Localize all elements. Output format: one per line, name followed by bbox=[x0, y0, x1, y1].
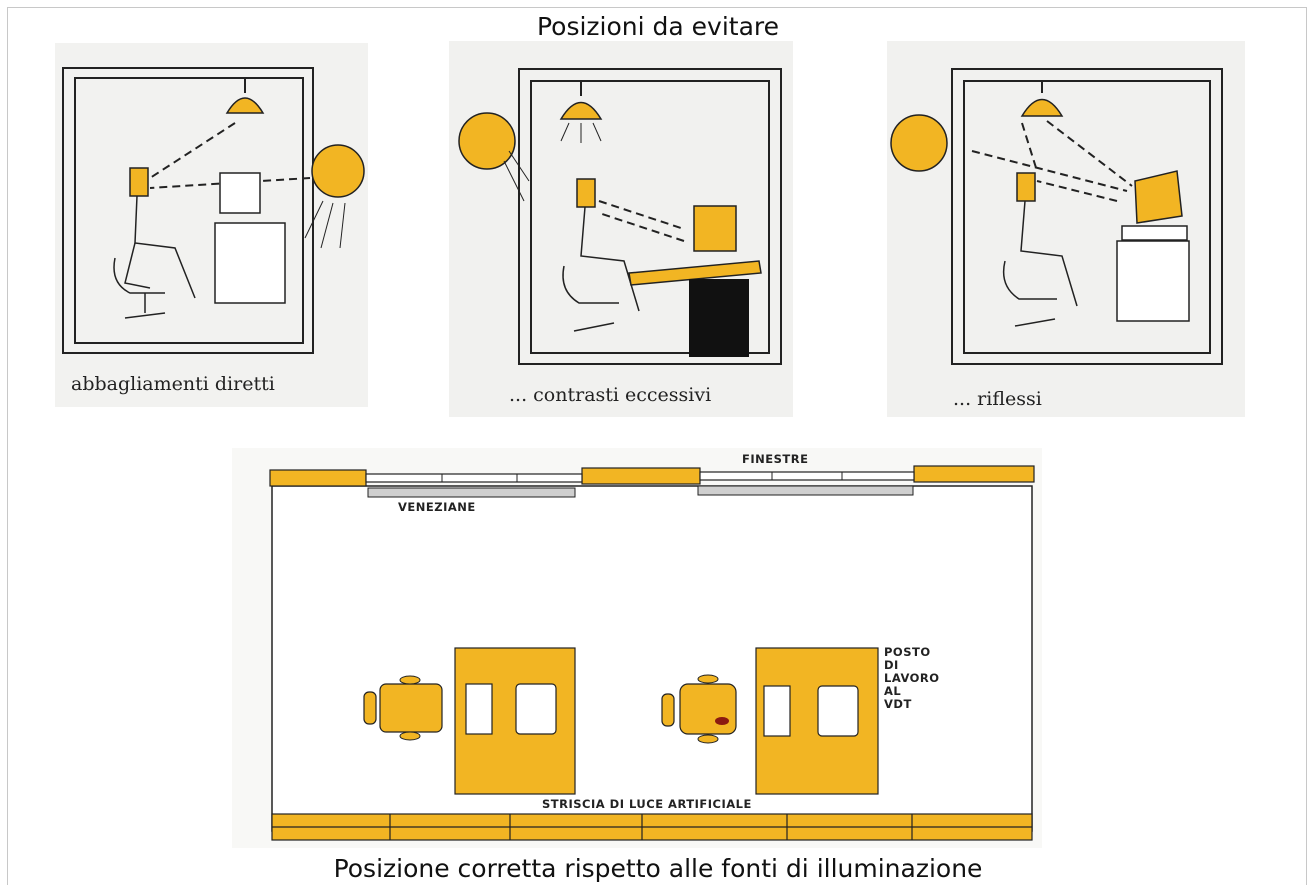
label-posto-di-lavoro: POSTO DI LAVORO AL VDT bbox=[884, 645, 940, 711]
panel-reflections: ... riflessi bbox=[887, 41, 1245, 417]
reflections-illustration bbox=[890, 68, 1223, 365]
caption-excessive-contrast: ... contrasti eccessivi bbox=[509, 384, 712, 406]
label-veneziane: VENEZIANE bbox=[398, 500, 476, 514]
page-frame bbox=[7, 7, 1307, 885]
excessive-contrast-illustration bbox=[458, 68, 782, 365]
caption-direct-glare: abbagliamenti diretti bbox=[71, 373, 275, 395]
floor-plan-drawing bbox=[269, 465, 1035, 841]
floor-plan: FINESTRE VENEZIANE POSTO DI LAVORO AL VD… bbox=[232, 448, 1042, 848]
label-striscia: STRISCIA DI LUCE ARTIFICIALE bbox=[542, 797, 752, 811]
label-finestre: FINESTRE bbox=[742, 452, 809, 466]
page-title: Posizioni da evitare bbox=[536, 12, 780, 41]
panel-direct-glare: abbagliamenti diretti bbox=[55, 43, 368, 407]
direct-glare-illustration bbox=[62, 67, 365, 354]
caption-reflections: ... riflessi bbox=[953, 388, 1042, 410]
bottom-caption: Posizione corretta rispetto alle fonti d… bbox=[333, 854, 983, 883]
panel-excessive-contrast: ... contrasti eccessivi bbox=[449, 41, 793, 417]
